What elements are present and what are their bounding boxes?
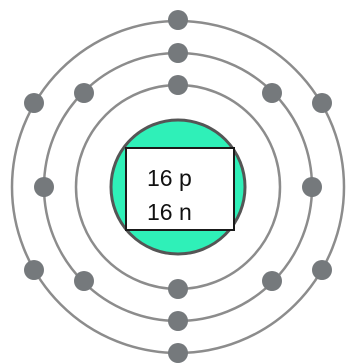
electron	[312, 93, 332, 113]
neutrons-label: 16 n	[147, 199, 192, 225]
protons-label: 16 p	[147, 165, 192, 191]
electron	[168, 75, 188, 95]
electron	[312, 260, 332, 280]
electron	[74, 271, 94, 291]
electron	[302, 177, 322, 197]
electrons	[24, 10, 332, 363]
electron	[74, 83, 94, 103]
electron	[24, 93, 44, 113]
electron	[262, 271, 282, 291]
electron	[262, 83, 282, 103]
electron	[168, 43, 188, 63]
electron	[24, 260, 44, 280]
electron	[168, 343, 188, 363]
nucleus-label-box: 16 p 16 n	[125, 147, 235, 231]
electron	[168, 279, 188, 299]
electron	[168, 311, 188, 331]
electron	[34, 177, 54, 197]
electron	[168, 10, 188, 30]
